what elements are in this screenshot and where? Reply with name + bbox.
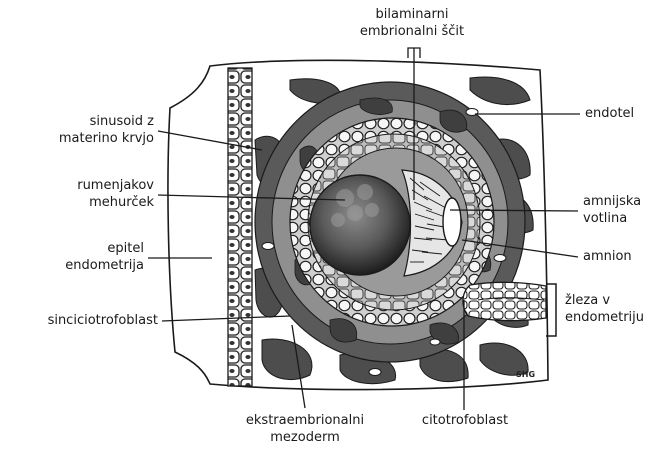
label-endometrial-epithelium: epitel endometrija bbox=[20, 240, 144, 274]
label-bilaminar-disc: bilaminarni embrionalni ščit bbox=[352, 6, 472, 40]
label-sinusoid: sinusoid z materino krvjo bbox=[40, 113, 154, 147]
label-endothelium: endotel bbox=[585, 105, 665, 122]
label-amniotic-cavity: amnijska votlina bbox=[583, 193, 665, 227]
label-extraembryonic-mesoderm: ekstraembrionalni mezoderm bbox=[230, 412, 380, 446]
epithelium-column bbox=[228, 68, 252, 386]
label-cytotrophoblast: citotrofoblast bbox=[405, 412, 525, 429]
label-endometrial-gland: žleza v endometriju bbox=[565, 292, 665, 326]
amniotic-cavity bbox=[443, 198, 461, 246]
endometrial-gland bbox=[463, 282, 546, 320]
label-syncytiotrophoblast: sinciciotrofoblast bbox=[2, 312, 158, 329]
label-amnion: amnion bbox=[583, 248, 663, 265]
artist-signature: SHG bbox=[516, 370, 535, 379]
label-yolk-sac: rumenjakov mehurček bbox=[40, 177, 154, 211]
